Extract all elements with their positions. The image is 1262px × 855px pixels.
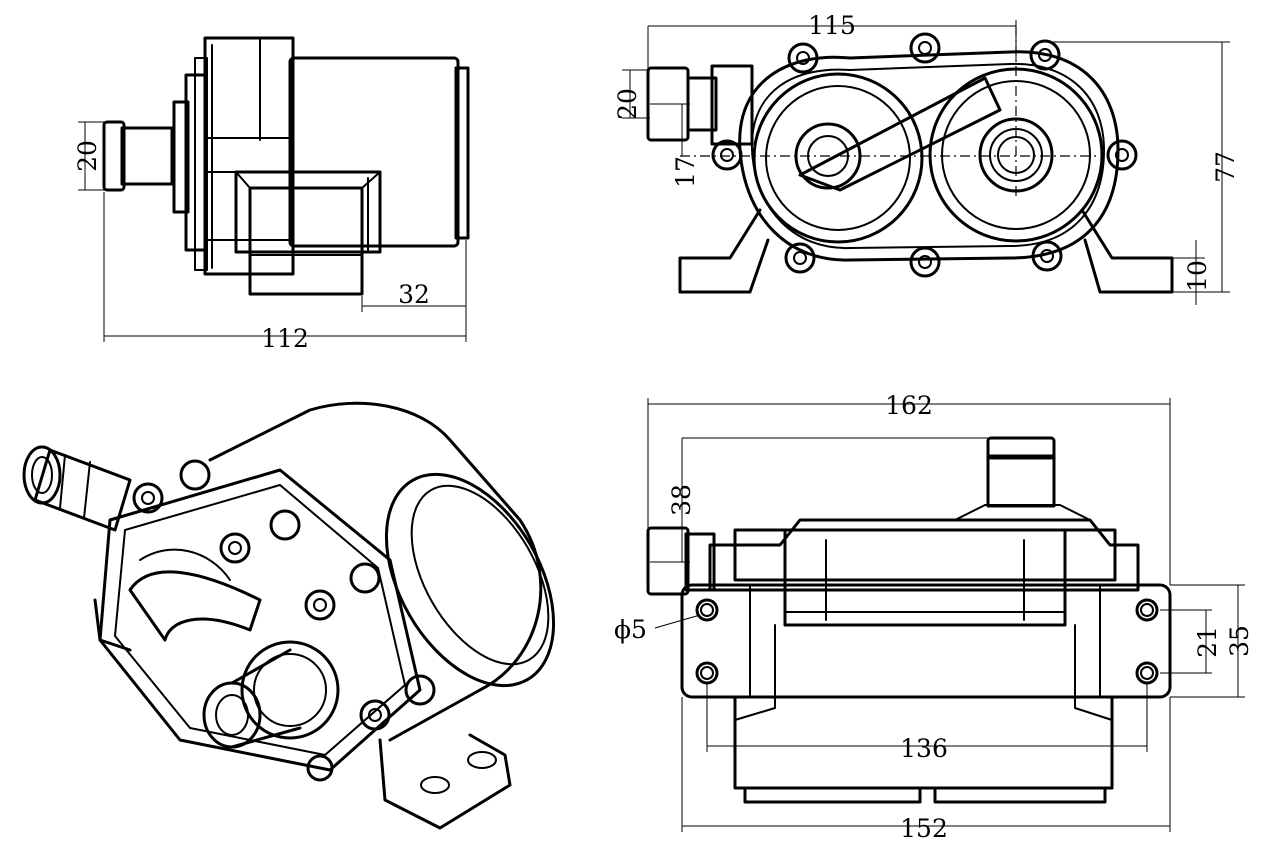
dim-bottom-overall: 162 [647, 391, 1171, 585]
label-front-inlet-height: 17 [671, 156, 700, 188]
front-view: 115 20 17 77 10 [613, 11, 1240, 305]
label-bottom-flange-x: 152 [900, 814, 948, 843]
label-bottom-overall: 162 [885, 391, 933, 420]
label-front-inlet: 20 [613, 88, 642, 120]
label-front-base: 10 [1183, 260, 1212, 292]
dim-side-inlet: 20 [73, 121, 106, 191]
label-bottom-hole-pitch-y: 21 [1193, 626, 1222, 658]
dim-front-base: 10 [1172, 240, 1212, 305]
iso-bosses [132, 459, 436, 782]
dim-front-inlet: 20 [613, 69, 650, 120]
dim-front-width: 115 [647, 11, 1017, 68]
bolt-bosses [711, 32, 1138, 278]
dim-front-inlet-height: 17 [650, 103, 700, 188]
dim-bottom-flange-y: 35 [1170, 584, 1254, 698]
label-side-length: 112 [261, 324, 309, 353]
label-side-inlet: 20 [73, 140, 102, 172]
dim-bottom-hole-pitch-x: 136 [706, 683, 1148, 763]
label-side-outlet-offset: 32 [398, 280, 430, 309]
dim-bottom-hole: ϕ5 [614, 614, 701, 644]
isometric-view [22, 401, 556, 830]
label-bottom-hole: ϕ5 [614, 615, 647, 644]
dim-bottom-outlet: 38 [650, 437, 990, 563]
bottom-view: 162 38 ϕ5 21 35 136 [614, 391, 1254, 843]
label-bottom-flange-y: 35 [1225, 625, 1254, 657]
dim-bottom-flange-x: 152 [681, 697, 1171, 843]
label-bottom-hole-pitch-x: 136 [900, 734, 948, 763]
dim-bottom-hole-pitch-y: 21 [1160, 609, 1222, 674]
label-front-height: 77 [1211, 151, 1240, 183]
dim-side-outlet-offset: 32 [361, 240, 467, 312]
dim-side-length: 112 [103, 192, 467, 353]
label-front-width: 115 [808, 11, 856, 40]
dim-front-height: 77 [1045, 41, 1240, 293]
side-view: 20 32 112 [73, 36, 470, 353]
label-bottom-outlet: 38 [667, 484, 696, 516]
